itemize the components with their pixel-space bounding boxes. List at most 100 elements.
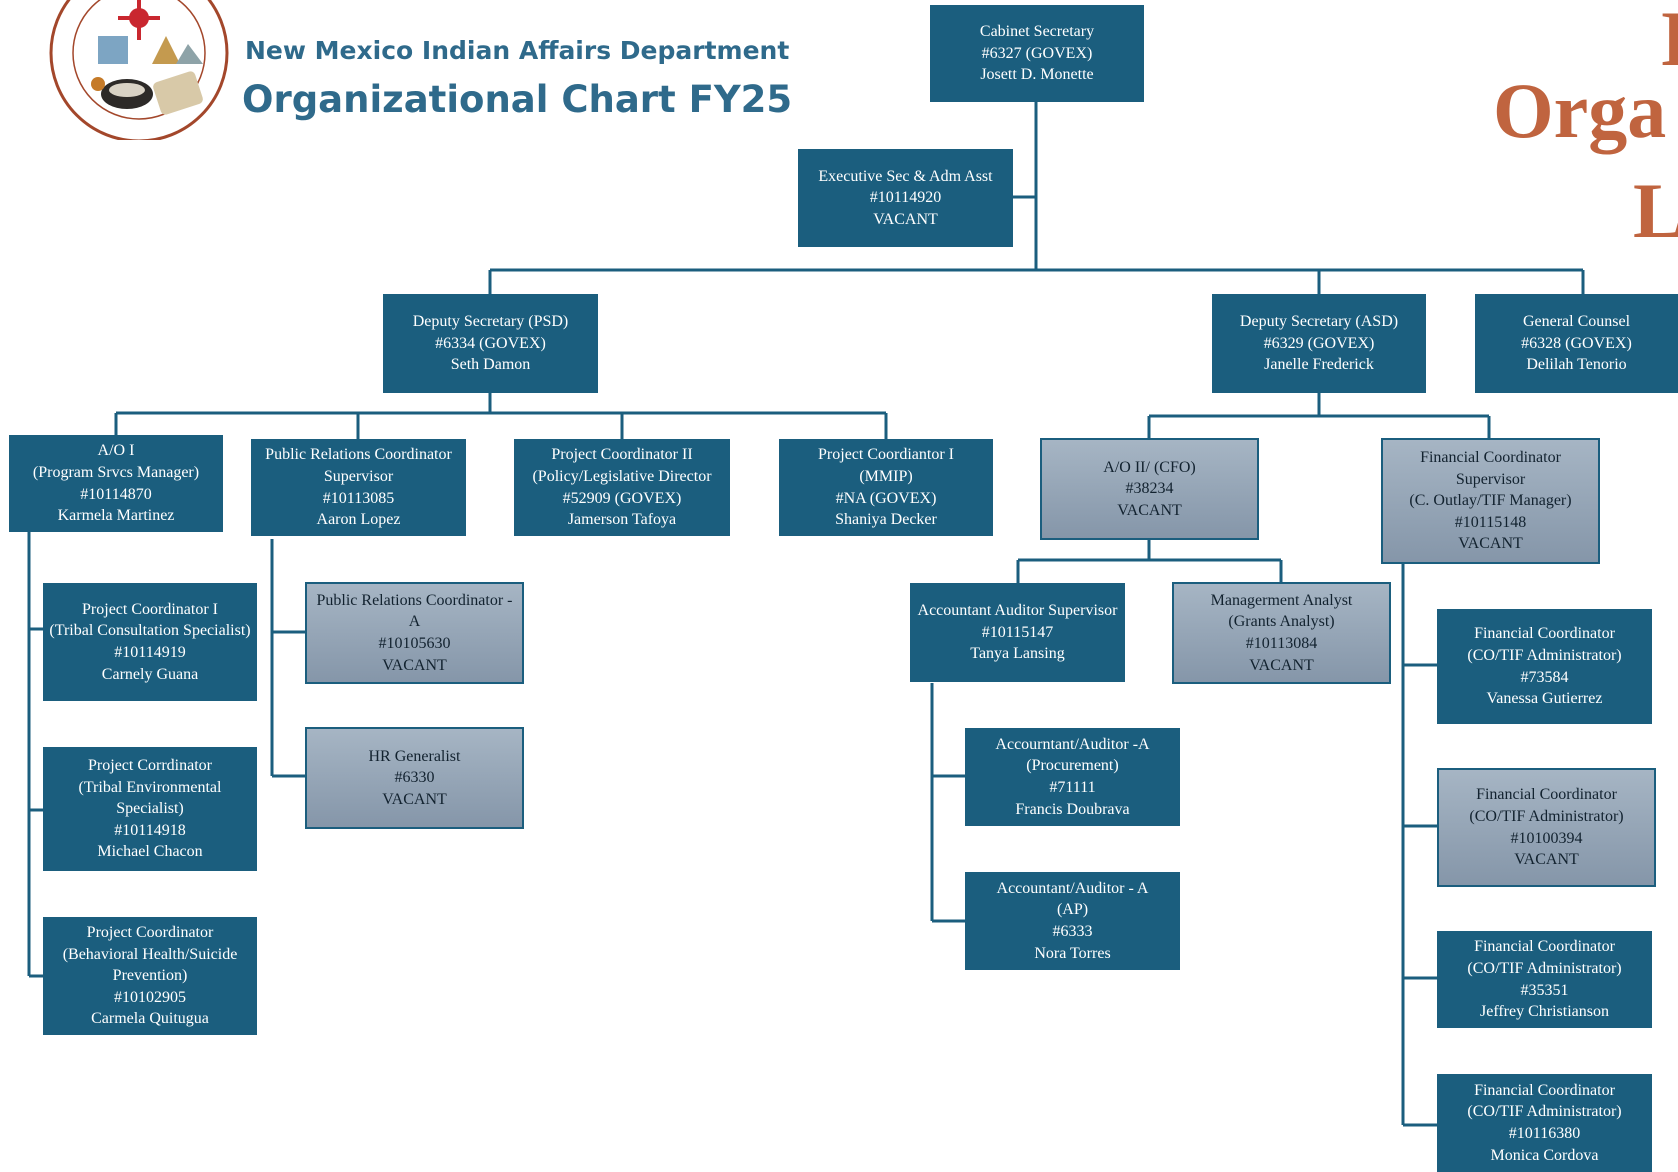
position-line: (Procurement): [1026, 757, 1119, 775]
position-line: (AP): [1056, 901, 1089, 919]
department-seal-logo: [49, 0, 229, 140]
position-line: #NA (GOVEX): [835, 489, 937, 507]
position-line: Deputy Secretary (PSD): [412, 313, 569, 331]
position-line: #10113084: [1245, 635, 1318, 652]
position-line: (CO/TIF Administrator): [1467, 646, 1622, 664]
position-line: Managerment Analyst: [1210, 591, 1353, 609]
position-line: #71111: [1049, 779, 1096, 796]
position-line: HR Generalist: [368, 747, 461, 765]
position-line: (CO/TIF Administrator): [1469, 807, 1624, 825]
position-line: Project Coordinator II: [551, 446, 693, 464]
position-box-pr-coord-a: Public Relations Coordinator - A #10105630…: [305, 582, 524, 684]
position-line: #6334 (GOVEX): [435, 334, 546, 352]
zia-sun-symbol: [118, 0, 160, 40]
position-line: Financial Coordinator: [1474, 625, 1615, 643]
position-box-financial-coord-35351: Financial Coordinator (CO/TIF Administrat…: [1437, 931, 1652, 1028]
position-box-general-counsel: General Counsel#6328 (GOVEX)Delilah Teno…: [1475, 294, 1678, 393]
position-line: Supervisor: [323, 467, 394, 485]
position-line: Jeffrey Christianson: [1479, 1003, 1609, 1021]
position-line: A: [408, 613, 421, 631]
position-line: Project Coordinator: [86, 924, 214, 942]
position-line: Karmela Martinez: [57, 507, 175, 525]
position-box-project-coord-2: Project Coordinator II (Policy/Legislativ…: [514, 439, 730, 536]
position-line: VACANT: [1117, 501, 1182, 519]
partial-title-top: I: [1660, 0, 1678, 82]
position-line: #73584: [1520, 668, 1569, 686]
position-line: #10114920: [869, 189, 942, 207]
position-line: #6330: [394, 769, 435, 787]
position-box-deputy-psd: Deputy Secretary (PSD) #6334 (GOVEX) Seth …: [383, 294, 598, 393]
position-line: Project Corrdinator: [88, 757, 212, 775]
position-line: Delilah Tenorio: [1526, 356, 1627, 374]
position-line: (Policy/Legislative Director: [532, 467, 712, 485]
position-line: #6327 (GOVEX): [981, 44, 1093, 62]
position-line: Seth Damon: [450, 356, 531, 374]
position-line: Executive Sec & Adm Asst: [818, 167, 993, 185]
position-line: (C. Outlay/TIF Manager): [1409, 492, 1572, 510]
position-line: #35351: [1520, 981, 1569, 999]
position-line: Public Relations Coordinator -: [316, 591, 513, 609]
position-line: (Program Srvcs Manager): [32, 463, 200, 481]
position-line: Vanessa Gutierrez: [1486, 690, 1603, 708]
position-line: Jamerson Tafoya: [567, 511, 677, 529]
position-box-accountant-procurement: Accourntant/Auditor -A(Procurement)#7111…: [965, 728, 1180, 826]
position-line: VACANT: [382, 656, 447, 674]
position-line: #10114919: [114, 644, 186, 661]
position-line: Josett D. Monette: [980, 66, 1094, 84]
position-line: #10116380: [1508, 1125, 1581, 1142]
position-line: #10114870: [80, 485, 152, 503]
position-line: Public Relations Coordinator: [265, 446, 452, 464]
position-box-project-coord-tribal-consult: Project Coordinator I (Tribal Consultatio…: [43, 583, 257, 701]
position-line: VACANT: [873, 210, 938, 228]
position-line: Deputy Secretary (ASD): [1239, 313, 1399, 331]
position-line: (CO/TIF Administrator): [1467, 959, 1622, 977]
position-line: Cabinet Secretary: [979, 23, 1095, 41]
position-line: Shaniya Decker: [835, 511, 937, 529]
position-line: #6328 (GOVEX): [1521, 334, 1632, 352]
position-line: Project Coordinator I: [82, 600, 218, 618]
position-line: (Tribal Consultation Specialist): [49, 622, 251, 640]
position-line: Supervisor: [1455, 470, 1526, 488]
partial-title-middle: Orga: [1493, 67, 1667, 154]
position-box-project-coord-behavioral: Project Coordinator (Behavioral Health/Su…: [43, 917, 257, 1035]
position-line: Specialist): [116, 800, 184, 818]
position-line: VACANT: [1458, 535, 1523, 553]
position-line: (Tribal Environmental: [78, 778, 222, 796]
position-line: Accountant Auditor Supervisor: [917, 602, 1118, 620]
position-line: #10114918: [114, 821, 186, 839]
position-line: (MMIP): [859, 467, 913, 485]
position-line: #10113085: [322, 489, 395, 507]
position-line: Accountant/Auditor - A: [996, 879, 1149, 897]
position-line: Nora Torres: [1034, 944, 1111, 962]
position-line: #10102905: [114, 988, 186, 1006]
position-line: Michael Chacon: [97, 843, 203, 861]
position-line: A/O I: [97, 442, 135, 460]
position-line: Prevention): [112, 967, 188, 985]
position-box-project-coord-tribal-env: Project Corrdinator (Tribal Environmental…: [43, 747, 257, 871]
position-line: Tanya Lansing: [970, 645, 1065, 663]
position-line: VACANT: [382, 790, 447, 808]
position-line: (CO/TIF Administrator): [1467, 1103, 1622, 1121]
partial-title-bottom: L: [1633, 167, 1678, 254]
position-line: Financial Coordinator: [1474, 1081, 1615, 1099]
agency-name: New Mexico Indian Affairs Department: [245, 36, 790, 65]
position-line: VACANT: [1249, 656, 1314, 674]
position-line: Monica Cordova: [1490, 1146, 1599, 1164]
position-line: Financial Coordinator: [1474, 938, 1615, 956]
position-line: #10105630: [378, 635, 451, 652]
position-line: Financial Coordinator: [1476, 786, 1617, 804]
position-line: #10115148: [1454, 513, 1527, 531]
position-line: #52909 (GOVEX): [562, 489, 682, 507]
position-line: #10115147: [981, 623, 1054, 641]
position-box-management-analyst: Managerment Analyst(Grants Analyst)#1011…: [1172, 582, 1391, 684]
position-line: #10100394: [1510, 829, 1583, 847]
position-line: #6333: [1052, 923, 1093, 940]
position-line: (Behavioral Health/Suicide: [62, 945, 238, 963]
position-line: Project Coordiantor I: [818, 446, 954, 464]
